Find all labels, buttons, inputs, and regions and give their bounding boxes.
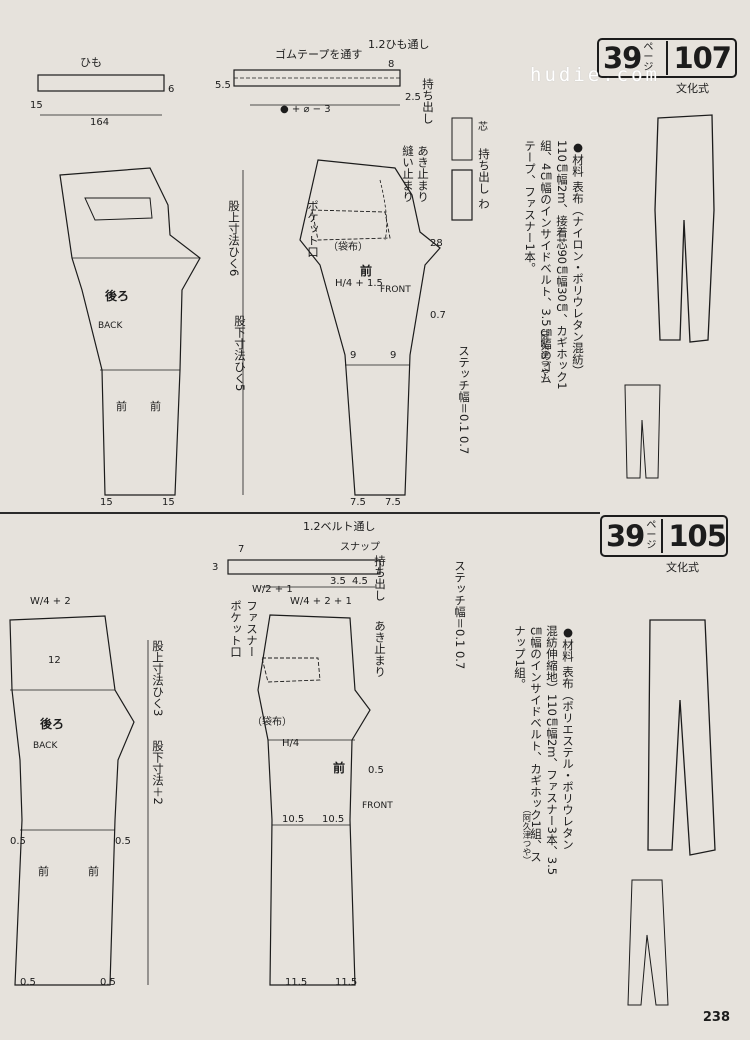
formula-front-w-105: W/4 + 2 + 1 <box>290 596 352 607</box>
watermark: hudie.com <box>530 64 660 86</box>
svg-text:0.5: 0.5 <box>100 977 116 988</box>
svg-text:BACK: BACK <box>33 741 58 751</box>
front-trouser-piece-107 <box>299 159 441 496</box>
back-trouser-piece-107 <box>59 167 201 496</box>
svg-text:0.5: 0.5 <box>10 836 26 847</box>
label-back-107: 後ろ <box>105 288 129 303</box>
svg-text:5.5: 5.5 <box>215 80 231 91</box>
label-inseam-105: 股下寸法＋2 <box>151 740 165 805</box>
page-badge-107: 39 ページ 107 <box>597 38 737 78</box>
label-inseam-107: 股下寸法ひく5 <box>233 315 247 392</box>
page-ref-107: 39 <box>603 41 642 75</box>
svg-text:7: 7 <box>238 544 244 555</box>
svg-text:BACK: BACK <box>98 321 123 331</box>
front-trouser-piece-105 <box>257 614 371 986</box>
svg-text:7.5: 7.5 <box>385 497 401 508</box>
svg-text:15: 15 <box>30 100 43 111</box>
svg-text:FRONT: FRONT <box>380 285 411 295</box>
svg-text:前: 前 <box>88 864 99 878</box>
label-stitch-107: ステッチ幅＝0.1 0.7 <box>457 345 471 455</box>
label-front-107: 前 <box>360 263 372 278</box>
svg-text:前: 前 <box>150 399 161 413</box>
illustration-trousers-105 <box>647 619 716 856</box>
svg-text:11.5: 11.5 <box>285 977 307 988</box>
illustration-small-107 <box>624 384 661 479</box>
label-belt-loop: 1.2ベルト通し <box>303 520 376 533</box>
style-number-105: 105 <box>661 519 727 553</box>
svg-text:0.7: 0.7 <box>430 310 446 321</box>
svg-text:9: 9 <box>390 350 396 361</box>
section-divider <box>0 512 600 514</box>
svg-text:12: 12 <box>48 655 61 666</box>
svg-text:15: 15 <box>100 497 113 508</box>
page-unit-107: ページ <box>643 42 654 73</box>
label-front-105: 前 <box>333 760 345 775</box>
svg-text:スナップ: スナップ <box>340 541 380 553</box>
svg-text:（袋布）: （袋布） <box>328 240 368 253</box>
label-pocket-105: ポケット口 <box>229 600 243 658</box>
svg-text:10.5: 10.5 <box>282 814 304 825</box>
style-label-105: 文化式 <box>666 561 699 574</box>
svg-text:4.5: 4.5 <box>352 576 368 587</box>
svg-text:前: 前 <box>116 399 127 413</box>
svg-text:芯: 芯 <box>478 120 488 133</box>
formula-band-105: W/2 + 1 <box>252 584 293 595</box>
credit-105: （阿久津つや） <box>521 805 531 865</box>
fly-extension-107 <box>451 169 473 221</box>
label-fastener-105: ファスナー <box>245 600 259 658</box>
label-extension-105: 持ち出し <box>373 555 387 601</box>
svg-text:0.5: 0.5 <box>20 977 36 988</box>
svg-text:11.5: 11.5 <box>335 977 357 988</box>
page-badge-105: 39 ページ 105 <box>600 515 728 557</box>
label-rise-105: 股上寸法ひく3 <box>151 640 165 717</box>
illustration-trousers-107 <box>654 114 715 343</box>
style-label-107: 文化式 <box>676 82 709 95</box>
illustration-small-105 <box>627 879 669 1006</box>
page-ref-105: 39 <box>606 519 645 553</box>
label-164: 164 <box>90 117 109 128</box>
svg-text:3: 3 <box>212 562 218 573</box>
svg-text:15: 15 <box>162 497 175 508</box>
svg-text:前: 前 <box>38 864 49 878</box>
label-back-105: 後ろ <box>40 716 64 731</box>
label-opening-stop-105: あき止まり <box>373 620 387 678</box>
label-opening-stop-107: あき止まり <box>416 145 430 203</box>
svg-text:0.5: 0.5 <box>368 765 384 776</box>
formula-hip-105: H/4 <box>282 738 299 749</box>
svg-text:10.5: 10.5 <box>322 814 344 825</box>
label-rise-107: 股上寸法ひく6 <box>227 200 241 277</box>
svg-text:28: 28 <box>430 238 443 249</box>
svg-text:8: 8 <box>388 59 394 70</box>
svg-text:9: 9 <box>350 350 356 361</box>
label-stitch-105: ステッチ幅＝0.1 0.7 <box>453 560 467 670</box>
label-extension-fold-107: 持ち出し わ <box>477 148 491 210</box>
page-unit-105: ページ <box>646 520 657 551</box>
svg-text:0.5: 0.5 <box>115 836 131 847</box>
svg-text:FRONT: FRONT <box>362 801 393 811</box>
label-elastic: ゴムテープを通す <box>275 47 362 61</box>
label-himo: ひも <box>80 56 102 69</box>
waistband-piece-105 <box>227 559 381 575</box>
label-tie-loop: 1.2ひも通し <box>368 38 430 51</box>
page-number: 238 <box>702 1010 730 1025</box>
formula-hip-107: H/4 + 1.5 <box>335 278 383 289</box>
label-pocket-107: ポケット口 <box>306 200 320 258</box>
back-trouser-piece-105 <box>9 615 135 986</box>
svg-text:（袋布）: （袋布） <box>252 715 292 728</box>
materials-text-107: ●材料 表布（ナイロン・ポリウレタン混紡） 110㎝幅2m、接着芯90㎝幅30㎝… <box>523 140 585 390</box>
svg-text:6: 6 <box>168 84 174 95</box>
label-sew-stop-107: 縫い止まり <box>401 145 415 203</box>
tie-strip-piece <box>37 74 165 92</box>
label-extension-107: 持ち出し <box>421 78 435 124</box>
credit-107: （阿久津つや） <box>539 325 549 385</box>
svg-text:7.5: 7.5 <box>350 497 366 508</box>
materials-text-105: ●材料 表布（ポリエステル・ポリウレタン 混紡伸縮地）110㎝幅2m、ファスナー… <box>513 625 575 876</box>
formula-waist-107: ● + ⌀ − 3 <box>280 104 331 115</box>
formula-back-105: W/4 + 2 <box>30 596 71 607</box>
svg-text:2.5: 2.5 <box>405 92 421 103</box>
svg-text:3.5: 3.5 <box>330 576 346 587</box>
style-number-107: 107 <box>666 41 732 75</box>
